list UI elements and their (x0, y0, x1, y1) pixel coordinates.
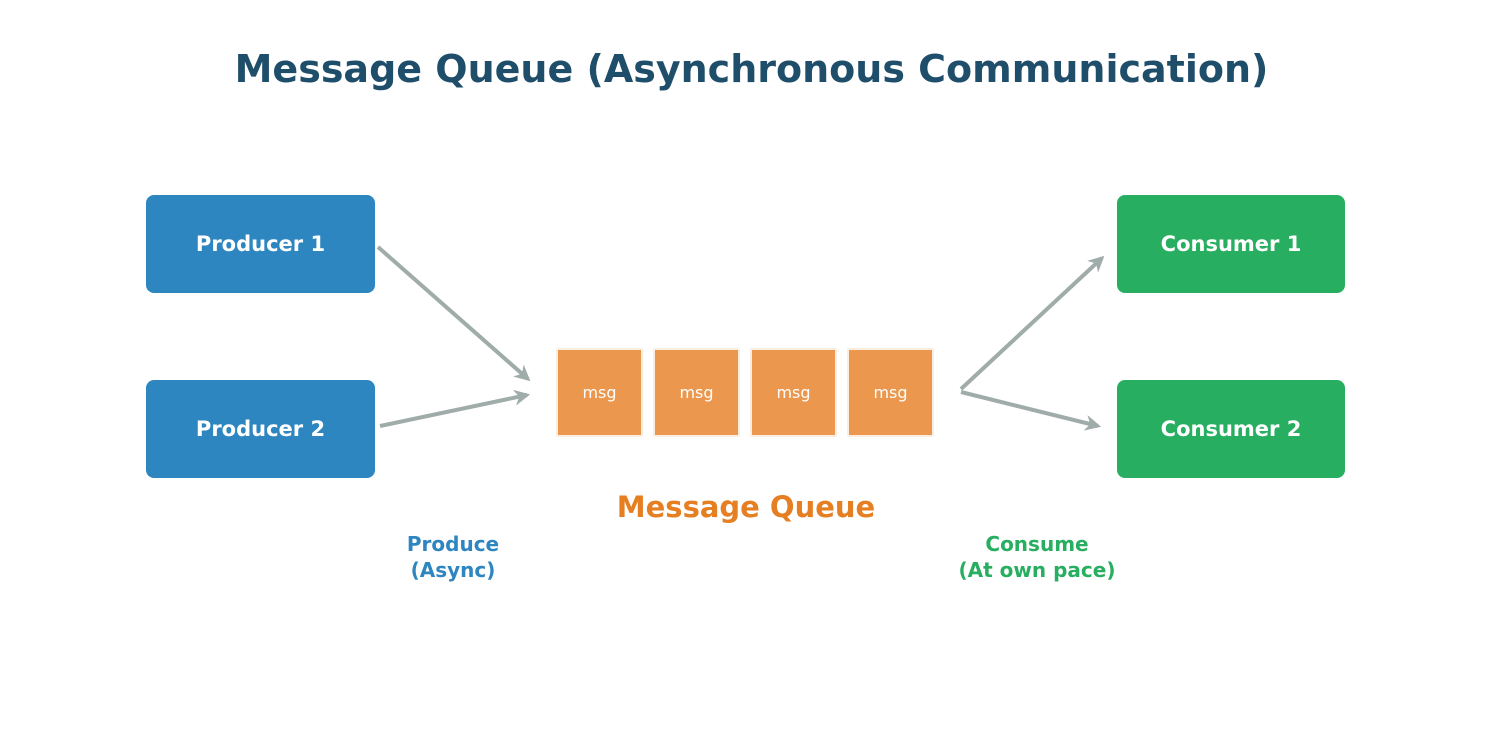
consume-annotation-line1: Consume (985, 532, 1089, 556)
producer-2-label: Producer 2 (195, 417, 326, 441)
consumer-2-box: Consumer 2 (1117, 380, 1345, 478)
message-queue-row: msg msg msg msg (556, 348, 934, 437)
consume-annotation-line2: (At own pace) (958, 558, 1116, 582)
queue-to-consumer2-arrow (960, 390, 1102, 431)
message-box: msg (847, 348, 934, 437)
produce-annotation-line2: (Async) (410, 558, 496, 582)
message-box: msg (750, 348, 837, 437)
message-box: msg (653, 348, 740, 437)
diagram-title: Message Queue (Asynchronous Communicatio… (234, 47, 1269, 91)
producer-1-box: Producer 1 (146, 195, 375, 293)
queue-caption: Message Queue (616, 490, 876, 524)
producer-2-box: Producer 2 (146, 380, 375, 478)
message-label: msg (582, 383, 617, 402)
queue-to-consumer1-arrow (959, 255, 1105, 391)
produce-annotation: Produce (Async) (333, 531, 573, 583)
producer2-to-queue-arrow (379, 389, 531, 428)
message-label: msg (679, 383, 714, 402)
consume-annotation: Consume (At own pace) (917, 531, 1157, 583)
consumer-1-box: Consumer 1 (1117, 195, 1345, 293)
message-label: msg (776, 383, 811, 402)
consumer-1-label: Consumer 1 (1160, 232, 1302, 256)
producer1-to-queue-arrow (376, 245, 531, 382)
produce-annotation-line1: Produce (406, 532, 500, 556)
producer-1-label: Producer 1 (195, 232, 326, 256)
message-box: msg (556, 348, 643, 437)
message-label: msg (873, 383, 908, 402)
consumer-2-label: Consumer 2 (1160, 417, 1302, 441)
